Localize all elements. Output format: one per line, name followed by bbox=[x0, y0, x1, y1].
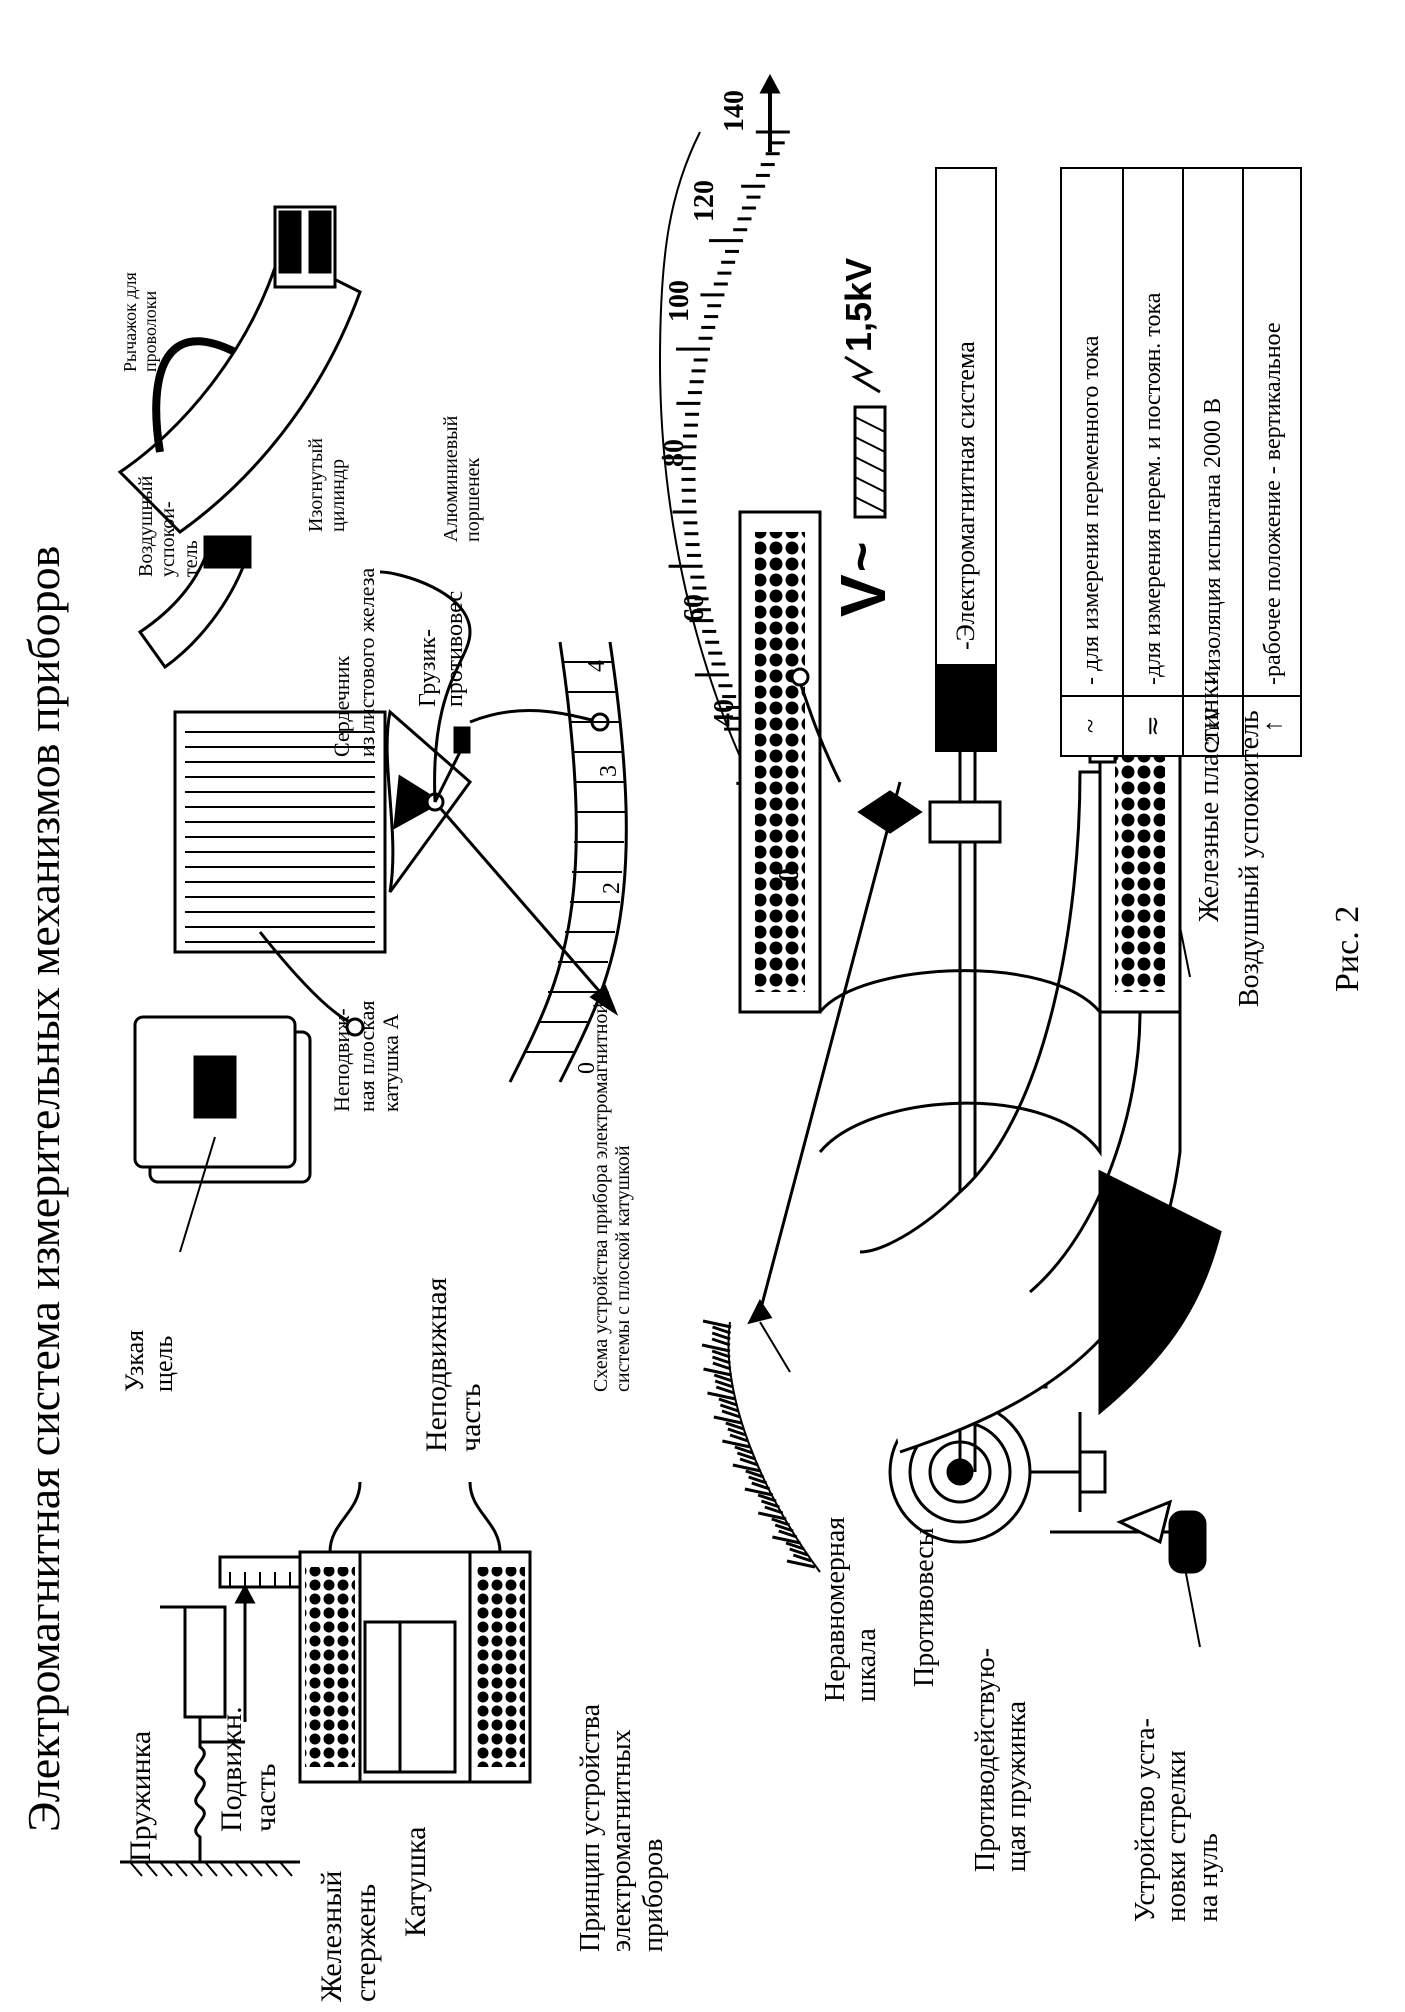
scale-tick-2: 2 bbox=[599, 882, 625, 894]
uneven-scale-tick-mark bbox=[786, 1559, 816, 1569]
legend-row: ~ - для измерения переменного тока bbox=[1062, 169, 1122, 755]
uneven-scale-tick-mark bbox=[778, 1529, 798, 1539]
legend-symbol: ~ bbox=[1062, 695, 1122, 755]
uneven-scale-tick-mark bbox=[714, 1379, 734, 1389]
uneven-scale-tick-mark bbox=[713, 1415, 743, 1425]
uneven-scale-tick-mark bbox=[722, 1439, 751, 1449]
uneven-scale-tick-mark bbox=[736, 1451, 756, 1461]
page-title: Электромагнитная система измерительных м… bbox=[18, 545, 69, 1832]
label-counterweight: Грузик-противовес bbox=[415, 590, 468, 707]
legend-row: ↑ -рабочее положение - вертикальное bbox=[1242, 169, 1302, 755]
uneven-scale-tick-mark bbox=[727, 1427, 747, 1437]
dial-tick-140: 140 bbox=[719, 90, 750, 132]
uneven-scale-tick-mark bbox=[718, 1397, 738, 1407]
uneven-scale-tick-mark bbox=[703, 1367, 732, 1377]
scale-tick-0: 0 bbox=[574, 1062, 600, 1074]
dial-tick-40: 40 bbox=[709, 699, 740, 727]
uneven-scale-tick-mark bbox=[757, 1511, 787, 1521]
uneven-scale-tick-mark bbox=[719, 1403, 739, 1413]
scale-tick-1: 1 bbox=[589, 990, 615, 1002]
uneven-scale-tick-mark bbox=[725, 1421, 745, 1431]
dial-tick-120: 120 bbox=[689, 180, 720, 222]
dial-symbol-v: V bbox=[827, 574, 899, 617]
uneven-scale-tick-mark bbox=[739, 1457, 759, 1467]
uneven-scale-tick-mark bbox=[711, 1349, 731, 1359]
figure-caption: Рис. 2 bbox=[1329, 905, 1366, 992]
uneven-scale-tick-mark bbox=[729, 1433, 749, 1443]
uneven-scale-tick-mark bbox=[760, 1499, 780, 1509]
dial-tick-100: 100 bbox=[664, 280, 695, 322]
legend-text: - изоляция испытана 2000 В bbox=[1200, 397, 1226, 685]
system-symbol-block bbox=[937, 664, 995, 750]
uneven-scale-tick-mark bbox=[712, 1325, 732, 1335]
uneven-scale-tick-mark bbox=[702, 1319, 732, 1329]
uneven-scale-tick-mark bbox=[713, 1373, 733, 1383]
legend-row: ≂ -для измерения перем. и постоян. тока bbox=[1122, 169, 1182, 755]
label-counter-spring: Противодействую-щая пружинка bbox=[970, 1647, 1033, 1872]
uneven-scale-tick-mark bbox=[711, 1337, 731, 1347]
uneven-scale-tick-mark bbox=[721, 1409, 741, 1419]
uneven-scale-tick-mark bbox=[744, 1487, 774, 1497]
uneven-scale-tick-mark bbox=[745, 1469, 765, 1479]
uneven-scale-tick-mark bbox=[792, 1553, 812, 1563]
dial-tick-0: 0 bbox=[774, 868, 805, 882]
uneven-scale-tick-mark bbox=[772, 1535, 801, 1545]
legend-text: - для измерения переменного тока bbox=[1078, 335, 1104, 685]
uneven-scale-tick-mark bbox=[785, 1541, 805, 1551]
uneven-scale-tick-mark bbox=[771, 1517, 791, 1527]
legend-text: -для измерения перем. и постоян. тока bbox=[1140, 292, 1166, 685]
scale-tick-4: 4 bbox=[584, 660, 610, 672]
uneven-scale-tick-mark bbox=[748, 1475, 768, 1485]
uneven-scale-tick-mark bbox=[732, 1463, 762, 1473]
uneven-scale-tick-mark bbox=[712, 1361, 732, 1371]
dial-symbol-ac: ~ bbox=[833, 541, 891, 572]
uneven-scale-tick-mark bbox=[711, 1355, 731, 1365]
uneven-scale-tick-mark bbox=[764, 1505, 784, 1515]
uneven-scale-tick-mark bbox=[701, 1343, 731, 1353]
flat-coil-drawing bbox=[117, 205, 628, 1253]
uneven-scale-tick-mark bbox=[789, 1547, 809, 1557]
dial-symbol-kv: 1,5kV bbox=[838, 257, 879, 352]
uneven-scale-tick-mark bbox=[715, 1385, 735, 1395]
label-coil: Катушка bbox=[399, 1826, 432, 1937]
label-moving-part: Подвижн.часть bbox=[215, 1706, 282, 1832]
dial-tick-80: 80 bbox=[659, 439, 690, 467]
system-label-text: -Электромагнитная система bbox=[951, 341, 980, 650]
uneven-scale-tick-mark bbox=[734, 1445, 754, 1455]
label-iron-plates: Железные пластинки bbox=[1194, 670, 1225, 922]
system-label-bar: -Электромагнитная система bbox=[935, 167, 997, 752]
label-counterweights: Противовесы bbox=[909, 1527, 940, 1687]
uneven-scale-tick-mark bbox=[711, 1331, 731, 1341]
legend-symbol: ≂ bbox=[1124, 695, 1182, 755]
label-air-damper: Воздушный успокоитель bbox=[1234, 710, 1265, 1007]
label-spring: Пружинка bbox=[124, 1730, 157, 1862]
uneven-scale-tick-mark bbox=[774, 1523, 794, 1533]
dial-tick-60: 60 bbox=[679, 594, 710, 622]
uneven-scale-tick-mark bbox=[751, 1481, 771, 1491]
uneven-scale-tick-mark bbox=[757, 1493, 777, 1503]
legend-row: 2 кV - изоляция испытана 2000 В bbox=[1182, 169, 1242, 755]
legend-table: ~ - для измерения переменного тока ≂ -дл… bbox=[1060, 167, 1302, 757]
legend-text: -рабочее положение - вертикальное bbox=[1260, 322, 1286, 686]
scale-tick-3: 3 bbox=[596, 765, 622, 777]
cutaway-drawing bbox=[701, 410, 1222, 1648]
principle-drawing bbox=[120, 1481, 532, 1877]
uneven-scale-tick-mark bbox=[707, 1391, 736, 1401]
